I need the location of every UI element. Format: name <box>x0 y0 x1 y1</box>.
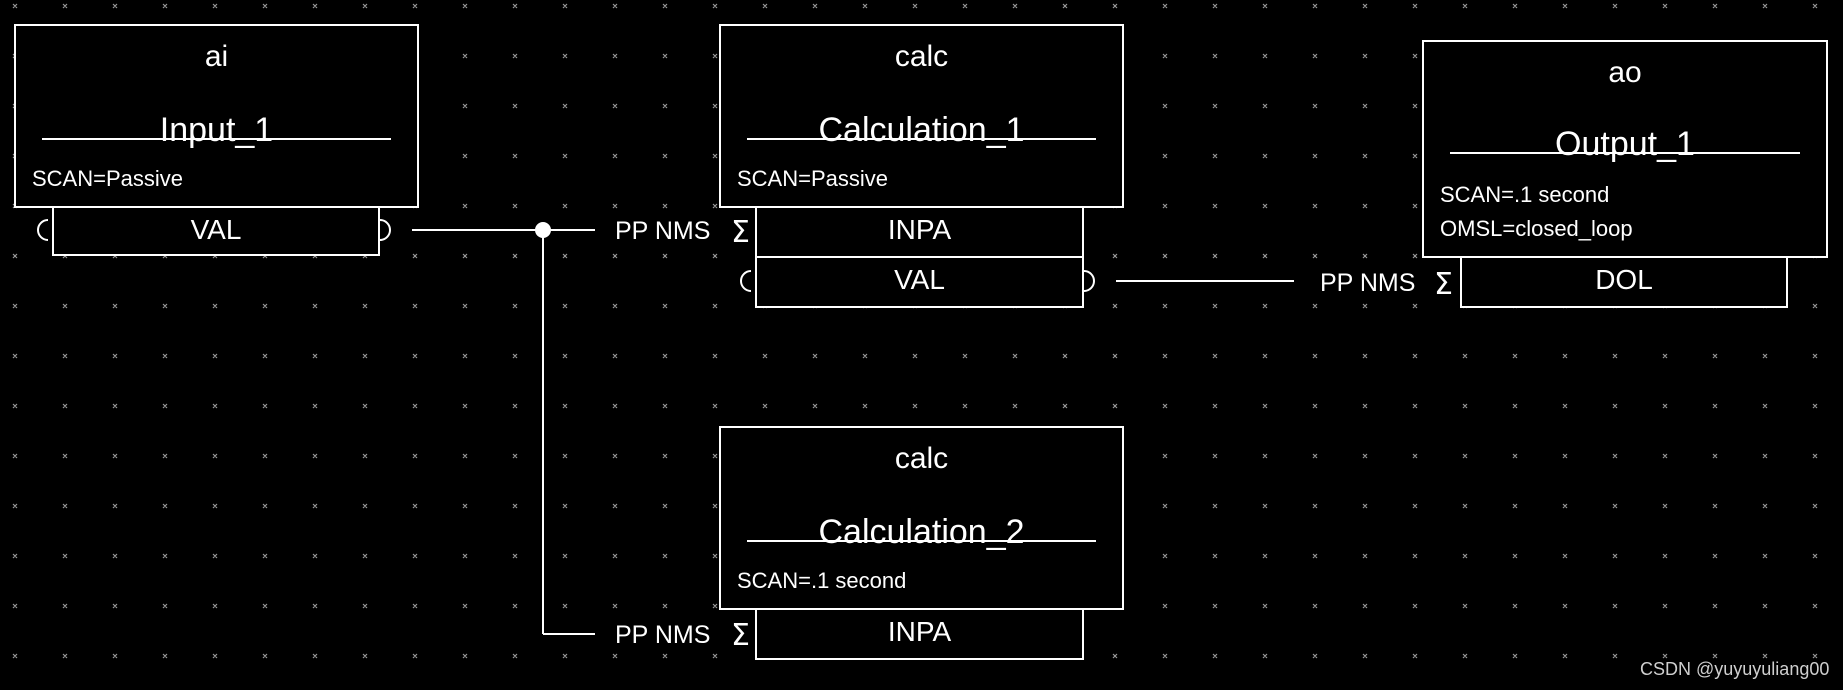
record-type: calc <box>894 40 949 73</box>
output1-dol-link-icon: Σ <box>1434 267 1453 302</box>
calc2-inpa-link-icon: Σ <box>731 618 750 653</box>
field-calc2-inpa[interactable]: INPA <box>755 608 1084 660</box>
record-name: Output_1 <box>1555 125 1695 163</box>
field-calc1-inpa[interactable]: INPA <box>755 206 1084 258</box>
record-output1[interactable]: ao Output_1 SCAN=.1 second OMSL=closed_l… <box>1422 40 1828 258</box>
input1-val-in-pin <box>37 219 49 241</box>
divider <box>747 138 1096 140</box>
calc1-val-out-pin <box>1083 270 1095 292</box>
record-attribute: SCAN=.1 second <box>1440 182 1610 207</box>
record-attribute: OMSL=closed_loop <box>1440 216 1633 241</box>
record-calculation2[interactable]: calc Calculation_2 SCAN=.1 second <box>719 426 1124 610</box>
record-input1[interactable]: ai Input_1 SCAN=Passive <box>14 24 419 208</box>
junction-dot <box>535 222 551 238</box>
field-input1-val[interactable]: VAL <box>52 206 380 256</box>
calc1-val-in-pin <box>740 270 752 292</box>
field-calc1-val[interactable]: VAL <box>755 256 1084 308</box>
output1-dol-link-label: PP NMS <box>1320 269 1416 297</box>
record-calculation1[interactable]: calc Calculation_1 SCAN=Passive <box>719 24 1124 208</box>
record-name: Input_1 <box>159 111 274 149</box>
calc2-inpa-link-label: PP NMS <box>615 621 711 649</box>
divider <box>747 540 1096 542</box>
record-type: ai <box>204 40 229 73</box>
calc1-inpa-link-icon: Σ <box>731 215 750 250</box>
divider <box>42 138 391 140</box>
record-attribute: SCAN=.1 second <box>737 568 907 593</box>
input1-val-out-pin <box>379 219 391 241</box>
watermark: CSDN @yuyuyuliang00 <box>1640 659 1830 679</box>
record-name: Calculation_1 <box>818 111 1025 149</box>
record-name: Calculation_2 <box>818 513 1025 551</box>
record-type: calc <box>894 442 949 475</box>
field-output1-dol[interactable]: DOL <box>1460 256 1788 308</box>
record-attribute: SCAN=Passive <box>737 166 889 191</box>
calc1-inpa-link-label: PP NMS <box>615 217 711 245</box>
record-type: ao <box>1608 56 1642 89</box>
divider <box>1450 152 1800 154</box>
record-attribute: SCAN=Passive <box>32 166 184 191</box>
